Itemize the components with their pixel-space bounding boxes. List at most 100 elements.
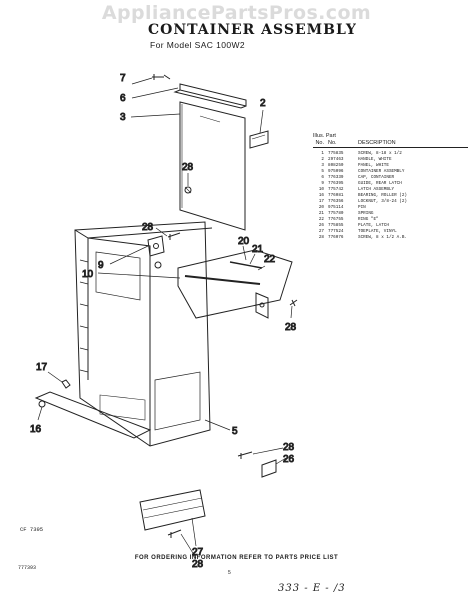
parts-part-no: 775835 bbox=[328, 151, 344, 156]
parts-part-no: 775855 bbox=[328, 223, 344, 228]
parts-description: GUIDE, REAR LATCH bbox=[358, 181, 402, 186]
callout-6: 6 bbox=[120, 93, 126, 104]
parts-description: LOCKNUT, 3/8-24 (2) bbox=[358, 199, 407, 204]
parts-illus-no: 27 bbox=[318, 229, 324, 234]
callout-26: 26 bbox=[283, 454, 295, 465]
callout-28-toeplate: 28 bbox=[192, 559, 204, 570]
page-mark: 5 bbox=[228, 570, 231, 576]
callout-21: 21 bbox=[252, 244, 264, 255]
parts-illus-no: 2 bbox=[321, 157, 324, 162]
callout-10: 10 bbox=[82, 269, 94, 280]
parts-part-no: 297463 bbox=[328, 157, 344, 162]
parts-illus-no: 22 bbox=[318, 217, 324, 222]
parts-description: PANEL, WHITE bbox=[358, 163, 389, 168]
parts-description: SCREW, 8 x 1/2 A.B. bbox=[358, 235, 407, 240]
parts-illus-no: 28 bbox=[318, 235, 324, 240]
figure-code: CF 7395 bbox=[20, 526, 44, 533]
callout-2: 2 bbox=[260, 98, 266, 109]
ordering-footer: FOR ORDERING INFORMATION REFER TO PARTS … bbox=[134, 555, 339, 561]
parts-header-line2: No.No.DESCRIPTION bbox=[313, 140, 468, 148]
parts-description: TOEPLATE, VINYL bbox=[358, 229, 397, 234]
plate-screw bbox=[237, 451, 253, 459]
latch-assembly bbox=[177, 249, 293, 319]
parts-part-no: 808250 bbox=[328, 163, 344, 168]
guide-screw bbox=[167, 232, 181, 240]
callout-7: 7 bbox=[120, 73, 126, 84]
parts-part-no: 776081 bbox=[328, 193, 344, 198]
parts-description: CONTAINER ASSEMBLY bbox=[358, 169, 405, 174]
locknut bbox=[61, 379, 71, 389]
leader-lines bbox=[37, 77, 293, 559]
callout-28-latch: 28 bbox=[285, 322, 297, 333]
parts-row: 2 297463 HANDLE, WHITE bbox=[313, 157, 468, 163]
parts-description: SCREW, 8-18 x 1/2 bbox=[358, 151, 402, 156]
rear-latch-guide bbox=[147, 235, 165, 257]
container-body bbox=[74, 221, 213, 447]
parts-part-no: 775742 bbox=[328, 187, 344, 192]
top-screw bbox=[152, 74, 171, 80]
callout-27: 27 bbox=[192, 547, 204, 558]
parts-row: 28 776076 SCREW, 8 x 1/2 A.B. bbox=[313, 235, 468, 241]
callout-3: 3 bbox=[120, 112, 126, 123]
watermark-text: AppliancePartsPros.com bbox=[101, 2, 372, 24]
panel-handle bbox=[249, 130, 269, 149]
parts-description: HANDLE, WHITE bbox=[358, 157, 392, 162]
parts-illus-no: 5 bbox=[321, 169, 324, 174]
parts-row: 27 777524 TOEPLATE, VINYL bbox=[313, 229, 468, 235]
parts-part-no: 776395 bbox=[328, 181, 344, 186]
parts-row: 9 776395 GUIDE, REAR LATCH bbox=[313, 181, 468, 187]
parts-part-no: 777524 bbox=[328, 229, 344, 234]
parts-illus-no: 26 bbox=[318, 223, 324, 228]
parts-illus-no: 20 bbox=[318, 205, 324, 210]
parts-illus-no: 9 bbox=[321, 181, 324, 186]
parts-illus-no: 16 bbox=[318, 193, 324, 198]
parts-row: 21 775780 SPRING bbox=[313, 211, 468, 217]
front-panel bbox=[179, 101, 246, 231]
parts-header-no: No. bbox=[315, 140, 324, 146]
parts-illus-no: 3 bbox=[321, 163, 324, 168]
parts-part-no: 775780 bbox=[328, 211, 344, 216]
callout-28-side: 28 bbox=[182, 162, 194, 173]
parts-part-no: 776356 bbox=[328, 199, 344, 204]
callout-20: 20 bbox=[238, 236, 250, 247]
callout-17: 17 bbox=[36, 362, 48, 373]
parts-description: LATCH ASSEMBLY bbox=[358, 187, 395, 192]
document-number: 777393 bbox=[18, 565, 37, 571]
callout-5: 5 bbox=[232, 426, 238, 437]
latch-screw bbox=[289, 299, 298, 307]
vinyl-toeplate bbox=[139, 489, 206, 531]
parts-part-no: 776076 bbox=[328, 235, 344, 240]
callout-28-guide: 28 bbox=[142, 222, 154, 233]
parts-description: RING "E" bbox=[358, 217, 379, 222]
parts-row: 3 808250 PANEL, WHITE bbox=[313, 163, 468, 169]
side-screw bbox=[184, 186, 192, 194]
parts-header-partno: No. bbox=[328, 140, 337, 146]
handwritten-mark: 333 - E - /3 bbox=[278, 583, 346, 594]
callout-9: 9 bbox=[98, 260, 104, 271]
parts-part-no: 975114 bbox=[328, 205, 344, 210]
latch-plate bbox=[261, 459, 277, 478]
page-title: CONTAINER ASSEMBLY bbox=[148, 22, 357, 38]
callout-28-plate: 28 bbox=[283, 442, 295, 453]
parts-description: SPRING bbox=[358, 211, 374, 216]
parts-illus-no: 21 bbox=[318, 211, 324, 216]
parts-row: 26 775855 PLATE, LATCH bbox=[313, 223, 468, 229]
callout-16: 16 bbox=[30, 424, 42, 435]
toeplate-screw bbox=[167, 529, 182, 538]
parts-row: 16 776081 BEARING, ROLLER (2) bbox=[313, 193, 468, 199]
parts-description: PLATE, LATCH bbox=[358, 223, 389, 228]
parts-description: BEARING, ROLLER (2) bbox=[358, 193, 407, 198]
callout-22: 22 bbox=[264, 254, 276, 265]
parts-illus-no: 6 bbox=[321, 175, 324, 180]
parts-header-line1: Illus. Part bbox=[313, 133, 336, 139]
